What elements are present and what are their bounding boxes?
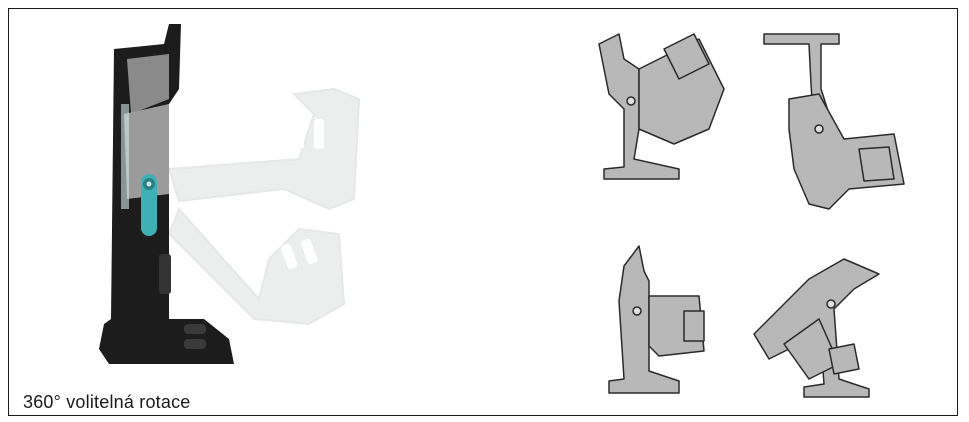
lock-lever <box>141 174 157 236</box>
product-photo <box>99 24 361 364</box>
rotation-diagram-1 <box>598 33 725 180</box>
rotation-diagram-2 <box>763 33 905 210</box>
caption: 360° volitelná rotace <box>23 392 191 412</box>
ghost-handle-upper <box>167 87 361 211</box>
rotation-diagram-4 <box>753 258 880 398</box>
figure-frame: 360° volitelná rotace <box>8 8 958 416</box>
rotation-diagram-3 <box>608 245 705 394</box>
device-body <box>99 24 234 364</box>
ghost-handle-lower <box>167 207 346 326</box>
